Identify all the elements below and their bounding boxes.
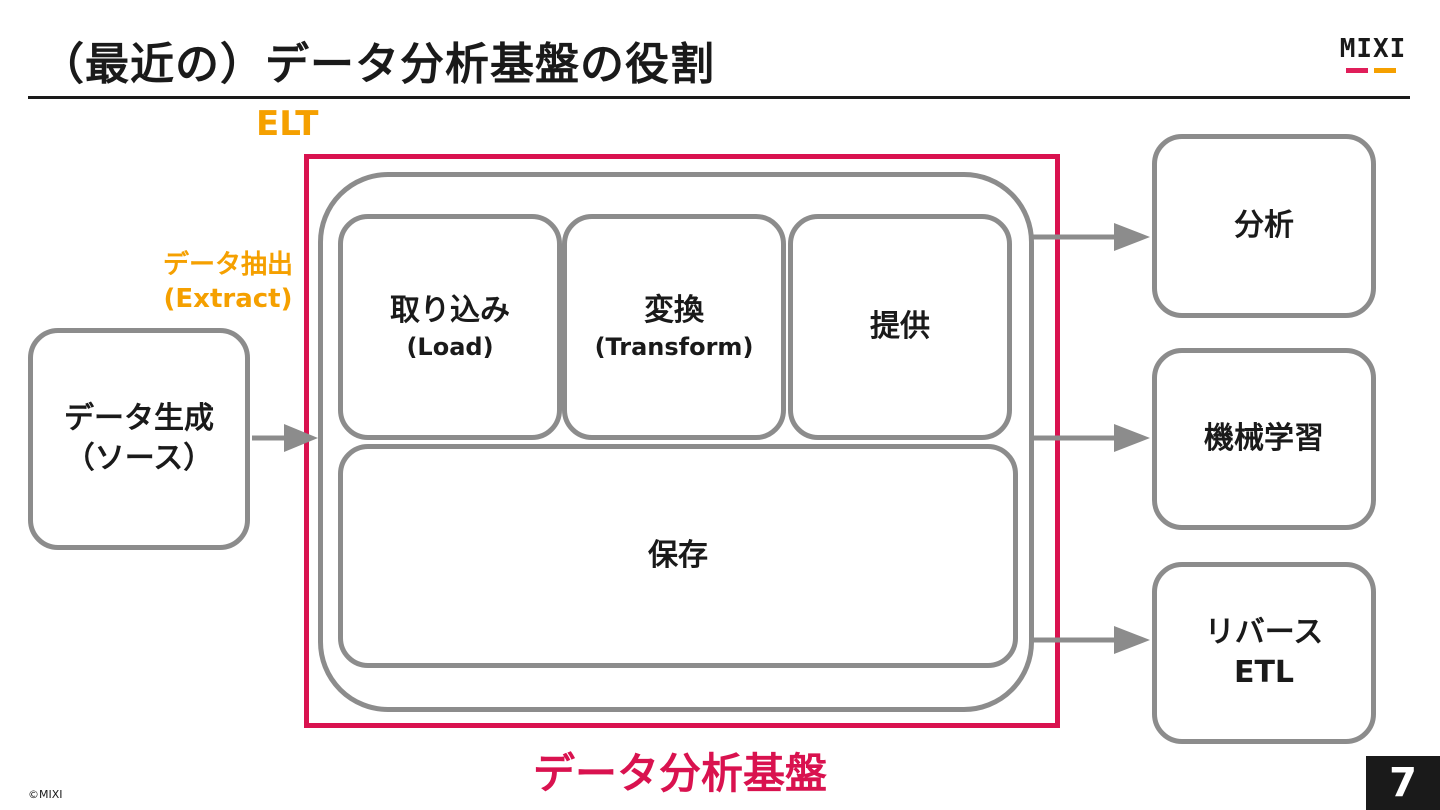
output-analysis-label: 分析 — [1234, 208, 1294, 243]
source-label-line1: データ生成 — [64, 401, 214, 436]
storage-box: 保存 — [338, 444, 1018, 668]
source-label-line2: （ソース） — [64, 441, 214, 476]
load-title: 取り込み — [390, 293, 510, 328]
output-ml-box: 機械学習 — [1152, 348, 1376, 530]
elt-label: ELT — [256, 104, 319, 144]
title-divider — [28, 96, 1410, 99]
output-reverse-etl-line2: ETL — [1233, 655, 1295, 690]
provide-title: 提供 — [870, 309, 930, 344]
output-analysis-box: 分析 — [1152, 134, 1376, 318]
load-subtitle: (Load) — [406, 333, 494, 361]
output-reverse-etl-line1: リバース — [1204, 615, 1324, 650]
transform-subtitle: (Transform) — [594, 333, 754, 361]
extract-label-line2: (Extract) — [163, 284, 293, 314]
source-box: データ生成 （ソース） — [28, 328, 250, 550]
mixi-logo: MIXI — [1334, 36, 1412, 76]
transform-title: 変換 — [644, 293, 704, 328]
platform-label: データ分析基盤 — [532, 749, 827, 798]
logo-red-bar — [1346, 68, 1368, 73]
copyright: ©MIXI — [28, 788, 63, 801]
logo-text: MIXI — [1339, 34, 1407, 64]
storage-title: 保存 — [648, 538, 708, 573]
transform-box: 変換 (Transform) — [562, 214, 786, 440]
extract-label: データ抽出 (Extract) — [150, 248, 306, 316]
output-reverse-etl-box: リバース ETL — [1152, 562, 1376, 744]
logo-orange-bar — [1374, 68, 1396, 73]
load-box: 取り込み (Load) — [338, 214, 562, 440]
platform-container — [318, 172, 1034, 712]
page-number: 7 — [1366, 756, 1440, 810]
extract-label-line1: データ抽出 — [162, 250, 293, 280]
output-ml-label: 機械学習 — [1204, 421, 1324, 456]
provide-box: 提供 — [788, 214, 1012, 440]
slide-title: （最近の）データ分析基盤の役割 — [40, 39, 715, 90]
